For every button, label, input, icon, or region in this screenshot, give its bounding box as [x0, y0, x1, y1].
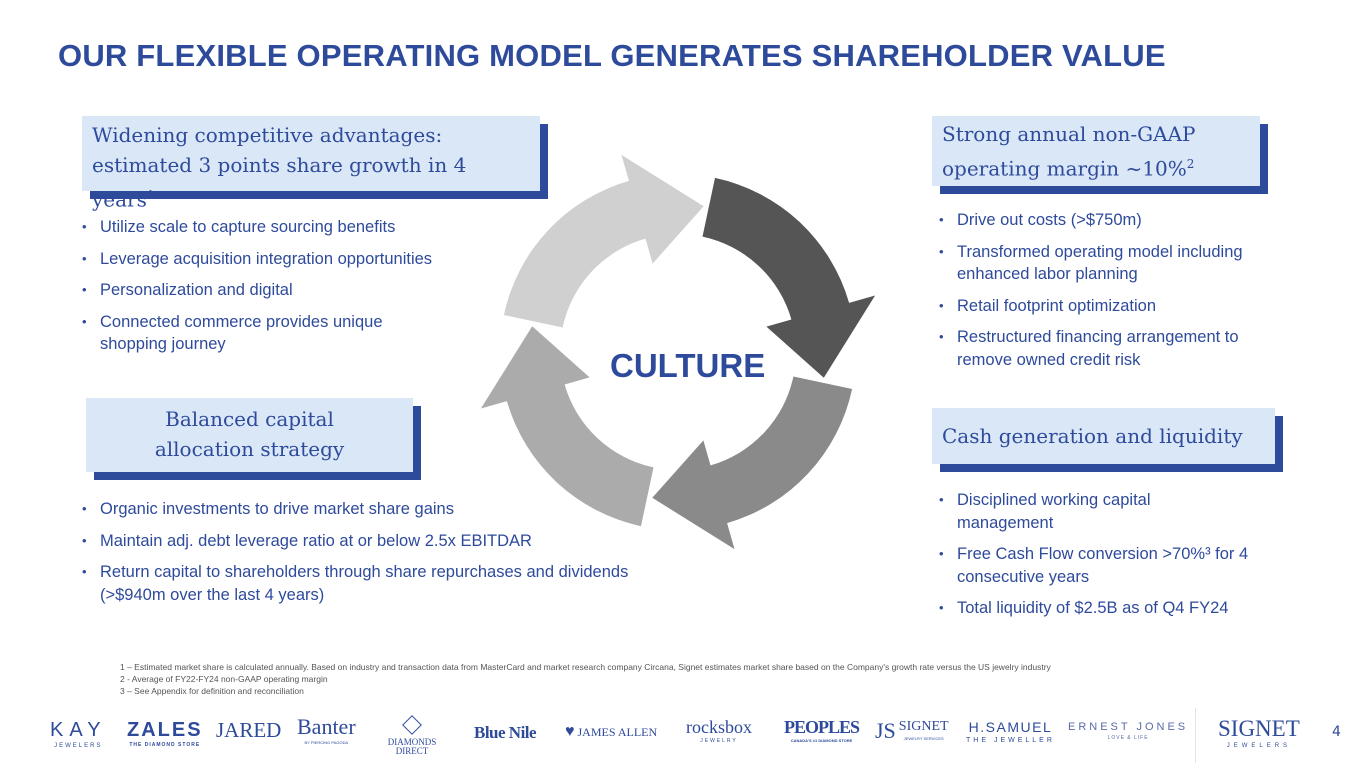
heading-cash-generation: Cash generation and liquidity — [932, 408, 1275, 464]
logo-text: Blue Nile — [474, 723, 537, 742]
bullet: Retail footprint optimization — [935, 295, 1295, 318]
logo-kay: KAY JEWELERS — [50, 720, 107, 749]
arrow-dark-icon — [702, 177, 876, 378]
logo-sub: JEWELRY — [700, 738, 738, 744]
heading-competitive-advantages: Widening competitive advantages: estimat… — [82, 116, 540, 212]
heading-capital-allocation: Balanced capital allocation strategy — [86, 398, 413, 472]
heart-icon: ♥ — [565, 723, 575, 740]
arrow-lighter-icon — [480, 326, 654, 527]
logo-text: KAY — [50, 719, 107, 741]
heading-operating-margin: Strong annual non-GAAP operating margin … — [932, 116, 1260, 186]
logo-sub: BY PIERCING PAGODA — [304, 740, 349, 745]
center-label: CULTURE — [610, 347, 766, 384]
logo-text: DIAMONDS DIRECT — [387, 737, 437, 756]
logo-diamonds-direct: DIAMONDS DIRECT — [372, 715, 452, 756]
footnotes: 1 – Estimated market share is calculated… — [120, 661, 1051, 697]
bullet: Connected commerce provides unique shopp… — [78, 311, 438, 356]
bullets-cash: Disciplined working capital management F… — [935, 489, 1305, 629]
bullet: Return capital to shareholders through s… — [78, 561, 638, 606]
logo-text: ZALES — [127, 719, 203, 741]
logo-ernest-jones: ERNEST JONES LOVE & LIFE — [1068, 722, 1188, 741]
bullets-capital: Organic investments to drive market shar… — [78, 498, 648, 615]
arrow-light-icon — [503, 154, 704, 328]
bullet: Total liquidity of $2.5B as of Q4 FY24 — [935, 597, 1305, 620]
js-monogram-icon: JS — [875, 718, 896, 743]
bullets-margin: Drive out costs (>$750m) Transformed ope… — [935, 209, 1295, 380]
bullet: Leverage acquisition integration opportu… — [78, 248, 438, 271]
bullet: Free Cash Flow conversion >70%³ for 4 co… — [935, 543, 1275, 588]
bullet: Drive out costs (>$750m) — [935, 209, 1295, 232]
bullet: Disciplined working capital management — [935, 489, 1235, 534]
bullet: Utilize scale to capture sourcing benefi… — [78, 216, 438, 239]
bullet: Restructured financing arrangement to re… — [935, 326, 1295, 371]
heading-line: Widening competitive advantages: — [92, 123, 443, 147]
logo-sub: THE DIAMOND STORE — [129, 742, 201, 748]
logo-text: Banter — [297, 714, 356, 739]
logo-sub: CANADA'S #1 DIAMOND STORE — [790, 738, 853, 743]
heading-line: operating margin ~10% — [942, 156, 1187, 181]
bullet: Organic investments to drive market shar… — [78, 498, 458, 521]
logo-sub: THE JEWELLER — [966, 737, 1055, 744]
heading-line: estimated 3 points share growth in 4 yea… — [92, 153, 467, 212]
logo-james-allen: ♥ JAMES ALLEN — [565, 724, 657, 740]
heading-line: allocation strategy — [154, 437, 345, 461]
logo-text: ERNEST JONES — [1068, 721, 1189, 733]
logo-text: H.SAMUEL — [968, 719, 1053, 735]
logo-text: rocksbox — [686, 717, 752, 737]
arrow-mid-icon — [652, 376, 853, 550]
slide-title: OUR FLEXIBLE OPERATING MODEL GENERATES S… — [58, 38, 1166, 73]
logo-text: PEOPLES — [784, 717, 860, 737]
heading-line: Balanced capital — [165, 407, 334, 431]
bullet: Personalization and digital — [78, 279, 438, 302]
logo-jared: JARED — [216, 720, 281, 741]
logo-sub: JEWELERS — [1226, 743, 1292, 749]
bullets-competitive: Utilize scale to capture sourcing benefi… — [78, 216, 438, 365]
logo-sub: JEWELERS — [54, 743, 103, 749]
logo-sub: JEWELRY SERVICES — [903, 736, 944, 741]
footnote: 2 - Average of FY22-FY24 non-GAAP operat… — [120, 674, 328, 684]
heading-line: Strong annual non-GAAP — [942, 122, 1196, 146]
logo-text: SIGNET — [898, 719, 949, 734]
logo-text: JAMES ALLEN — [577, 725, 658, 739]
logo-blue-nile: Blue Nile — [474, 723, 537, 742]
logo-text: SIGNET — [1218, 716, 1300, 741]
bullet: Maintain adj. debt leverage ratio at or … — [78, 530, 648, 553]
logo-signet-jewelers: SIGNET JEWELERS — [1218, 717, 1300, 749]
footnote-ref: 2 — [1186, 157, 1195, 171]
bullet: Transformed operating model including en… — [935, 241, 1295, 286]
footnote: 3 – See Appendix for definition and reco… — [120, 686, 304, 696]
footnote-ref: 1 — [146, 188, 155, 202]
divider — [1195, 708, 1196, 763]
footnote: 1 – Estimated market share is calculated… — [120, 662, 1051, 672]
page-number: 4 — [1332, 724, 1341, 740]
logo-h-samuel: H.SAMUEL THE JEWELLER — [966, 720, 1055, 744]
logo-text: JARED — [216, 718, 282, 742]
logo-sub: LOVE & LIFE — [1107, 735, 1149, 741]
heading-line: Cash generation and liquidity — [942, 424, 1243, 448]
diamond-icon — [402, 715, 422, 735]
